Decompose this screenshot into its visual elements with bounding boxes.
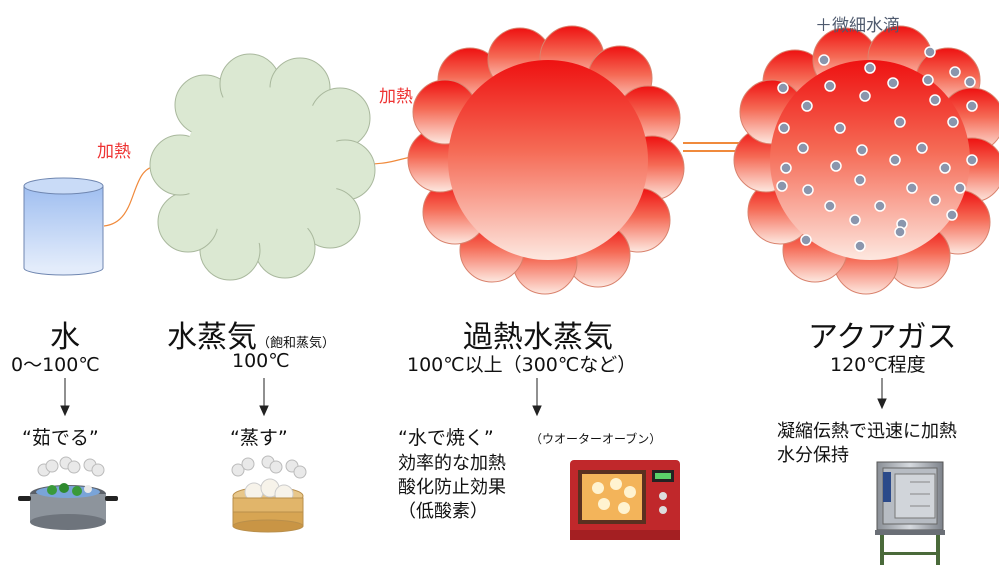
water-cylinder <box>23 177 104 276</box>
droplet <box>818 54 830 66</box>
droplet-group <box>776 46 978 252</box>
droplet <box>916 142 928 154</box>
droplet <box>894 226 906 238</box>
droplet <box>830 160 842 172</box>
droplet <box>778 122 790 134</box>
droplet <box>854 240 866 252</box>
droplet <box>906 182 918 194</box>
droplet <box>780 162 792 174</box>
down-arrow-2 <box>259 378 269 417</box>
droplet <box>966 100 978 112</box>
droplet <box>964 76 976 88</box>
down-arrow-4 <box>877 378 887 410</box>
stage-superheated-cooking: “水で焼く” <box>398 427 494 449</box>
effect-item: 水分保持 <box>777 445 849 466</box>
aquagas-machine-icon <box>875 461 945 565</box>
stage-steam-cooking: “蒸す” <box>230 427 288 449</box>
heat-label-2: 加熱 <box>379 87 413 107</box>
droplet <box>800 234 812 246</box>
droplet <box>887 77 899 89</box>
droplet <box>939 162 951 174</box>
droplet <box>849 214 861 226</box>
heat-label-1: 加熱 <box>97 142 131 162</box>
droplet <box>777 82 789 94</box>
droplet <box>874 200 886 212</box>
effect-item: 酸化防止効果 <box>398 477 506 498</box>
droplet <box>854 174 866 186</box>
droplet <box>802 184 814 196</box>
droplet <box>856 144 868 156</box>
stage-water-cooking: “茹でる” <box>22 427 99 449</box>
effect-item: 効率的な加熱 <box>398 453 506 474</box>
droplet <box>776 180 788 192</box>
stage-superheated-cooking-note: （ウオーターオーブン） <box>530 432 662 446</box>
droplet <box>929 194 941 206</box>
stage-water-temp: 0～100℃ <box>11 354 100 376</box>
stage-aquagas-temp: 120℃程度 <box>830 354 926 376</box>
droplet <box>949 66 961 78</box>
effect-item: （低酸素） <box>398 501 488 522</box>
droplet <box>929 94 941 106</box>
droplet <box>801 100 813 112</box>
droplet <box>966 154 978 166</box>
droplet <box>954 182 966 194</box>
superheated-cloud <box>407 25 685 295</box>
droplet <box>922 74 934 86</box>
droplet <box>797 142 809 154</box>
droplet <box>894 116 906 128</box>
water-oven-icon <box>570 460 680 540</box>
effect-item: 凝縮伝熱で迅速に加熱 <box>777 421 957 442</box>
steam-cloud <box>149 53 376 281</box>
stage-superheated-title: 過熱水蒸気 <box>463 320 613 355</box>
boiling-pot-icon <box>18 456 118 530</box>
aquagas-cloud <box>733 25 999 295</box>
stage-steam-title-row: 水蒸気（飽和蒸気） <box>167 312 335 356</box>
stage-steam-title: 水蒸気 <box>167 320 257 355</box>
stage-superheated-temp: 100℃以上（300℃など） <box>407 354 637 376</box>
droplet <box>889 154 901 166</box>
stage-water-title: 水 <box>50 320 80 355</box>
stage-aquagas-title: アクアガス <box>808 320 957 355</box>
equals-sign <box>683 142 739 152</box>
steamer-basket-icon <box>231 455 307 533</box>
droplet <box>864 62 876 74</box>
droplet <box>824 200 836 212</box>
droplet <box>859 90 871 102</box>
droplet <box>946 209 958 221</box>
stage-steam-title-note: （飽和蒸気） <box>257 336 336 351</box>
stage-steam-temp: 100℃ <box>232 350 290 372</box>
droplet <box>924 46 936 58</box>
droplet <box>824 80 836 92</box>
droplet <box>834 122 846 134</box>
droplet <box>947 116 959 128</box>
stage-superheated-effects: 効率的な加熱 酸化防止効果 （低酸素） <box>398 452 568 524</box>
down-arrow-3 <box>532 378 542 417</box>
stage-aquagas-effects: 凝縮伝熱で迅速に加熱 水分保持 <box>777 420 997 468</box>
down-arrow-1 <box>60 378 70 417</box>
fine-droplets-label: ＋微細水滴 <box>815 16 900 36</box>
